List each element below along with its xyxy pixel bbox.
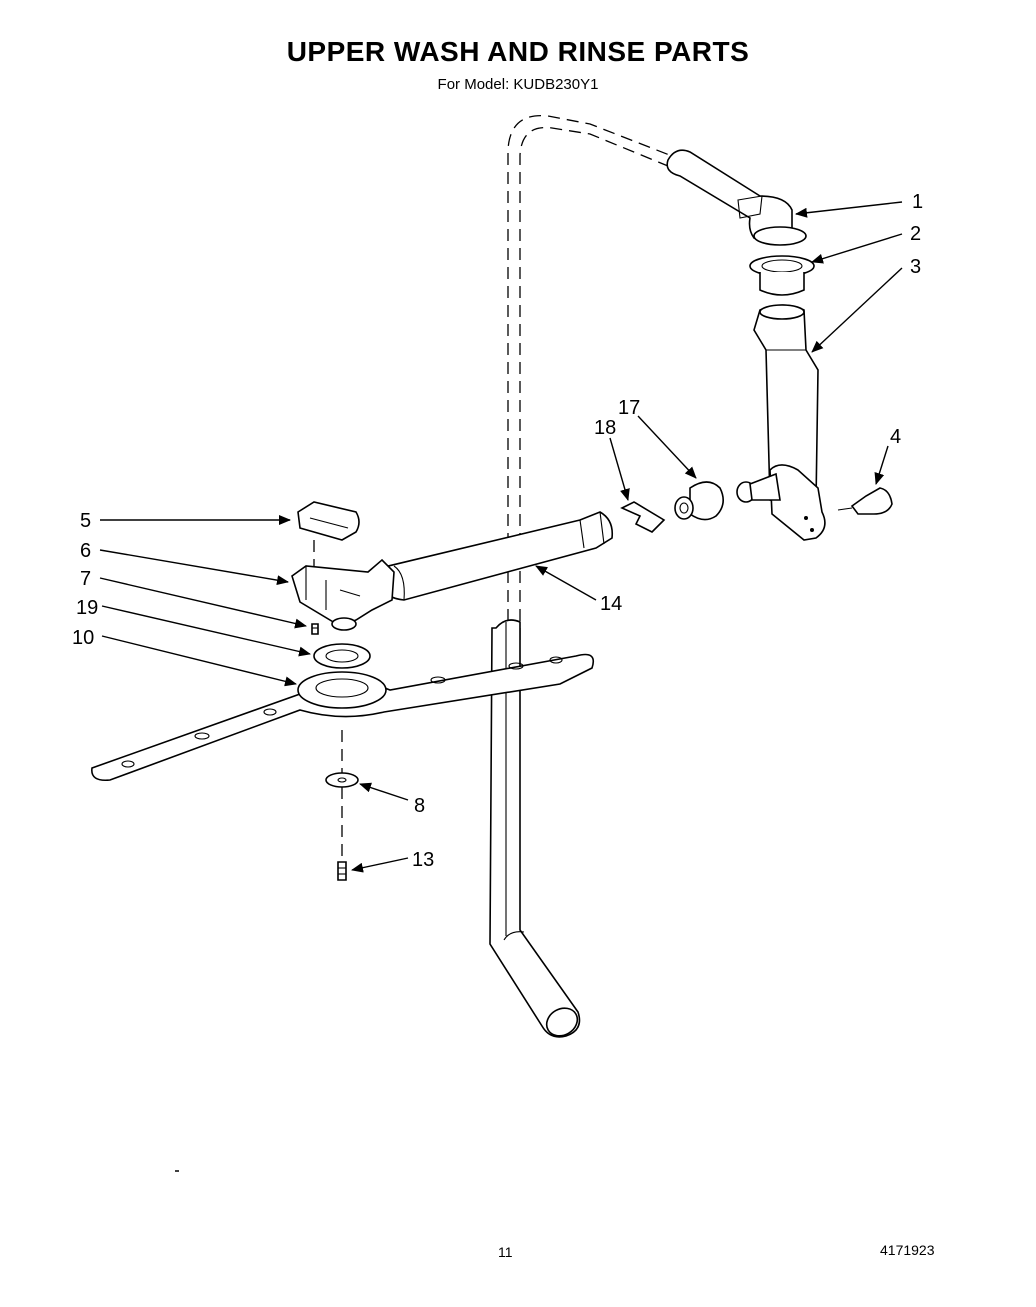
callout-18: 18 bbox=[594, 417, 616, 439]
callout-labels: 1 2 3 4 5 6 7 19 10 8 13 14 17 18 bbox=[72, 191, 923, 871]
page-number: 11 bbox=[498, 1244, 513, 1260]
model-subtitle: For Model: KUDB230Y1 bbox=[437, 76, 599, 93]
page-title: UPPER WASH AND RINSE PARTS bbox=[286, 36, 750, 67]
callout-17: 17 bbox=[618, 397, 640, 419]
part-1-elbow bbox=[666, 149, 807, 246]
part-14-supply-tube bbox=[379, 511, 614, 601]
leader-lines bbox=[99, 201, 903, 873]
part-5-top-clip bbox=[297, 501, 360, 590]
part-17-spray-cap bbox=[674, 472, 781, 521]
callout-3: 3 bbox=[910, 256, 921, 278]
callout-10: 10 bbox=[72, 627, 94, 649]
supply-tube-path bbox=[507, 114, 673, 640]
callout-5: 5 bbox=[80, 510, 91, 532]
part-10-spray-arm bbox=[91, 653, 595, 870]
callout-2: 2 bbox=[910, 223, 921, 245]
callout-7: 7 bbox=[80, 568, 91, 590]
lower-riser-tube bbox=[489, 619, 581, 1038]
document-number: 4171923 bbox=[880, 1242, 935, 1258]
callout-8: 8 bbox=[414, 795, 425, 817]
part-13-screw bbox=[337, 861, 347, 881]
part-18-clip bbox=[620, 501, 666, 533]
callout-13: 13 bbox=[412, 849, 434, 871]
callout-6: 6 bbox=[80, 540, 91, 562]
part-6-housing bbox=[291, 558, 395, 631]
part-7-screw bbox=[311, 623, 319, 635]
part-19-seal-ring bbox=[313, 643, 371, 669]
callout-14: 14 bbox=[600, 593, 622, 615]
callout-4: 4 bbox=[890, 426, 901, 448]
part-8-washer bbox=[325, 772, 359, 788]
callout-19: 19 bbox=[76, 597, 98, 619]
part-4-end-cap bbox=[837, 487, 893, 515]
part-2-gasket bbox=[749, 255, 815, 296]
callout-1: 1 bbox=[912, 191, 923, 213]
part-3-manifold bbox=[753, 304, 826, 541]
